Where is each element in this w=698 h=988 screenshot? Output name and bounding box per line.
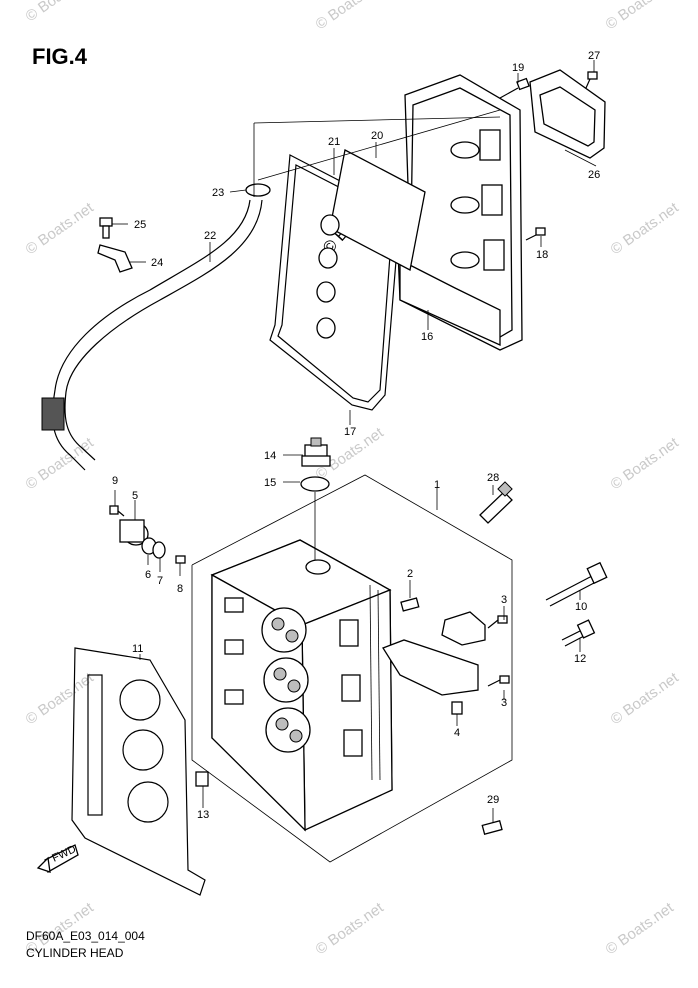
part-label-15: 15: [264, 477, 276, 489]
oil-cap-part: [301, 437, 331, 467]
bolt-3a-part: [487, 615, 508, 629]
part-label-28: 28: [487, 472, 499, 484]
part-label-3: 3: [501, 594, 507, 606]
part-label-3: 3: [501, 697, 507, 709]
part-label-19: 19: [512, 62, 524, 74]
bolt-8-part: [175, 555, 186, 564]
part-label-23: 23: [212, 187, 224, 199]
part-label-20: 20: [371, 130, 383, 142]
diagram-code: DF60A_E03_014_004: [26, 929, 145, 943]
part-label-24: 24: [151, 257, 163, 269]
bolt-3b-part: [487, 675, 510, 687]
part-label-14: 14: [264, 450, 276, 462]
cover-plate-part: [529, 69, 606, 159]
spark-plug-part: [479, 481, 513, 524]
part-label-1: 1: [434, 479, 440, 491]
part-label-5: 5: [132, 490, 138, 502]
part-label-13: 13: [197, 809, 209, 821]
part-label-22: 22: [204, 230, 216, 242]
camshaft-housing-part: [397, 74, 523, 351]
part-label-9: 9: [112, 475, 118, 487]
part-label-6: 6: [145, 569, 151, 581]
thermostat-cover-part: [119, 519, 149, 546]
watermark-text: © Boats.net: [608, 669, 683, 728]
bolt-19-part: [499, 77, 530, 99]
dowel-13-part: [195, 771, 209, 787]
bolt-12-part: [561, 619, 596, 647]
part-label-11: 11: [132, 643, 143, 655]
watermark-text: © Boats.net: [23, 0, 98, 25]
bolt-10-part: [545, 561, 608, 607]
part-label-29: 29: [487, 794, 499, 806]
dowel-pin-part: [400, 597, 420, 612]
head-gasket-part: [71, 647, 206, 896]
breather-hose-part: [41, 199, 263, 471]
part-label-12: 12: [574, 653, 586, 665]
part-label-4: 4: [454, 727, 460, 739]
part-label-8: 8: [177, 583, 183, 595]
cylinder-head-part: [210, 539, 393, 832]
bolt-9-part: [109, 505, 125, 517]
part-label-16: 16: [421, 331, 433, 343]
o-ring-part: [300, 476, 330, 492]
part-label-7: 7: [157, 575, 163, 587]
spark-plug-gasket-part: [316, 149, 426, 339]
bolt-25-part: [99, 217, 113, 239]
part-label-21: 21: [328, 136, 340, 148]
part-label-25: 25: [134, 219, 146, 231]
hose-bracket-part: [97, 244, 133, 273]
cam-bracket-part: [382, 639, 479, 696]
part-label-2: 2: [407, 568, 413, 580]
watermark-text: © Boats.net: [23, 669, 98, 728]
watermark-text: © Boats.net: [608, 199, 683, 258]
figure-title: FIG.4: [32, 44, 88, 69]
bolt-27-part: [585, 71, 598, 89]
gasket-7-part: [152, 541, 166, 559]
bracket-part: [441, 611, 486, 646]
bolt-18-part: [525, 227, 546, 241]
hose-clamp-part: [245, 183, 271, 197]
dowel-4-part: [451, 701, 463, 715]
dowel-29-part: [481, 820, 503, 835]
part-label-10: 10: [575, 601, 587, 613]
part-label-group: 1 2 3 3 4 5 6 7 8 9 10 11 12 13 14 15 16…: [112, 50, 600, 821]
leader-lines: [112, 60, 597, 822]
watermark-text: © Boats.net: [23, 199, 98, 258]
part-label-27: 27: [588, 50, 600, 62]
diagram-name: CYLINDER HEAD: [26, 946, 124, 960]
part-label-26: 26: [588, 169, 600, 181]
watermark-text: © Boats.net: [313, 899, 388, 958]
forward-direction-arrow: FWD: [36, 843, 79, 873]
watermark-text: © Boats.net: [603, 899, 678, 958]
watermark-text: © Boats.net: [603, 0, 678, 33]
assembly-box-outline: [191, 474, 513, 863]
part-label-18: 18: [536, 249, 548, 261]
part-label-17: 17: [344, 426, 356, 438]
watermark-text: © Boats.net: [608, 434, 683, 493]
watermark-text: © Boats.net: [313, 0, 388, 33]
